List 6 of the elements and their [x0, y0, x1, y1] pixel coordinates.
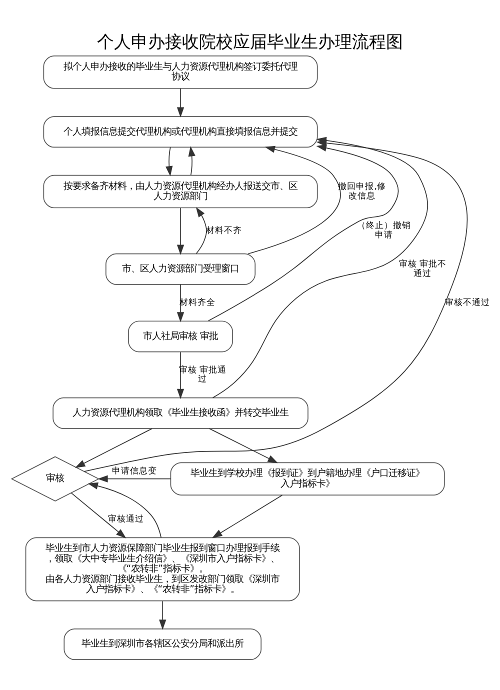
edge-label: 审核不通过 [444, 298, 490, 308]
edge-label: 审核通过 [108, 514, 144, 524]
diagram-title: 个人申办接收院校应届毕业生办理流程图 [97, 32, 403, 52]
edge-label: 审核 审批不通过 [398, 260, 446, 279]
edge-label: （终止）撤销申请 [356, 221, 411, 241]
edge-label: 申请信息变 [112, 466, 158, 477]
